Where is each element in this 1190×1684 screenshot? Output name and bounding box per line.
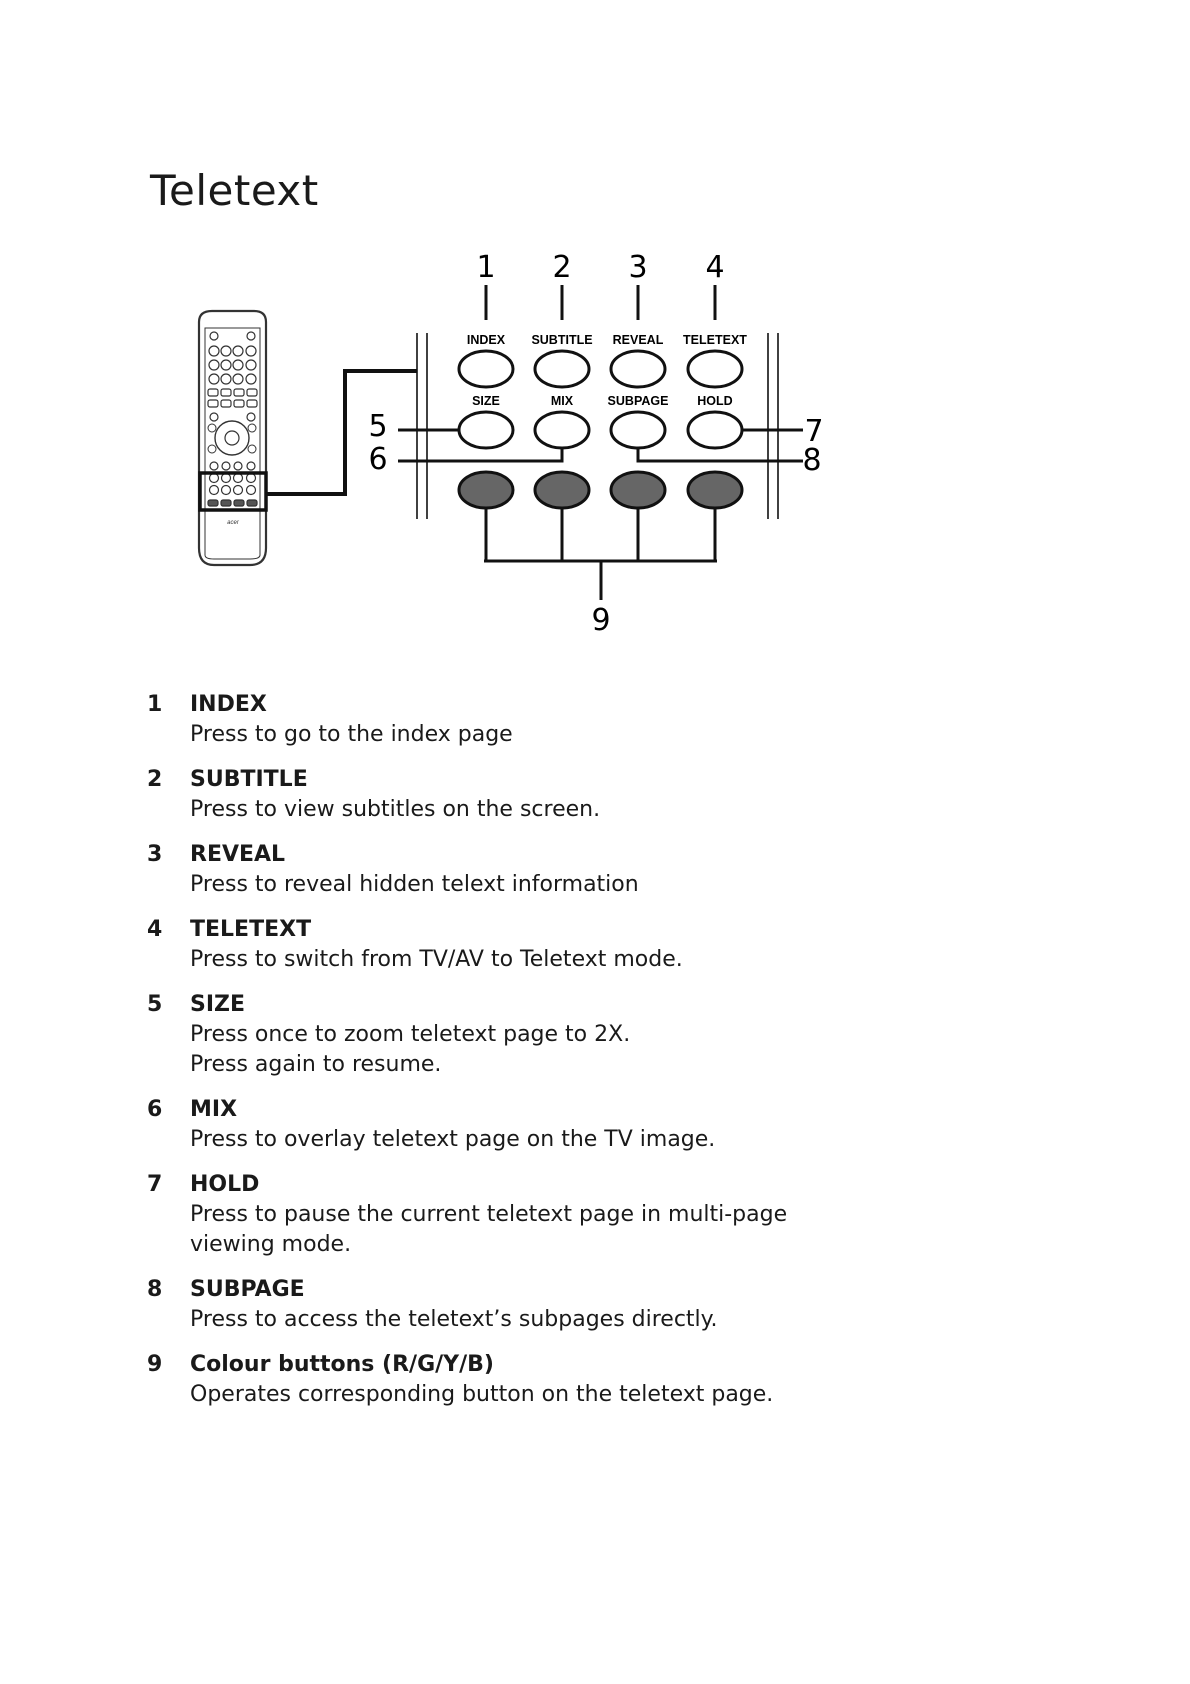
item-number: 6 [147,1097,163,1122]
colour-button-red [457,470,515,510]
callout-7: 7 [804,414,823,449]
callout-2: 2 [552,250,571,285]
item-label: HOLD [190,1172,260,1197]
item-description: Press to go to the index page [190,722,513,747]
subpage-button [609,410,667,450]
item-label: Colour buttons (R/G/Y/B) [190,1352,494,1377]
index-button [457,349,515,389]
list-item: 4 TELETEXT Press to switch from TV/AV to… [147,915,907,975]
subtitle-button [533,349,591,389]
size-button [457,410,515,450]
item-number: 9 [147,1352,163,1377]
item-number: 4 [147,917,163,942]
item-label: REVEAL [190,842,286,867]
callout-3: 3 [628,250,647,285]
callout-1: 1 [476,250,495,285]
size-button-label: SIZE [472,394,500,408]
item-description: Press once to zoom teletext page to 2X. … [190,1022,631,1077]
callout-6: 6 [368,442,387,477]
item-number: 1 [147,692,163,717]
list-item: 9 Colour buttons (R/G/Y/B) Operates corr… [147,1350,907,1410]
item-label: INDEX [190,692,267,717]
button-description-list: 1 INDEX Press to go to the index page 2 … [147,690,907,1425]
subpage-button-label: SUBPAGE [608,394,669,408]
subtitle-button-label: SUBTITLE [531,333,592,347]
item-description: Press to reveal hidden telext informatio… [190,872,639,897]
nav-pad-icon [207,420,257,456]
item-number: 7 [147,1172,163,1197]
item-description: Press to switch from TV/AV to Teletext m… [190,947,683,972]
panel-edge-lines [416,333,779,519]
reveal-button [609,349,667,389]
list-item: 1 INDEX Press to go to the index page [147,690,907,750]
remote-diagram: acer 1 2 3 4 5 6 7 8 9 INDEX SUBTITLE RE… [197,250,824,638]
item-label: MIX [190,1097,238,1122]
mix-button-label: MIX [551,394,574,408]
mix-button [533,410,591,450]
item-description: Press to overlay teletext page on the TV… [190,1127,716,1152]
teletext-button [686,349,744,389]
connector-line [266,369,417,496]
colour-button-green [533,470,591,510]
item-description: Press to access the teletext’s subpages … [190,1307,718,1332]
reveal-button-label: REVEAL [613,333,664,347]
index-button-label: INDEX [467,333,506,347]
item-label: SUBPAGE [190,1277,305,1302]
list-item: 5 SIZE Press once to zoom teletext page … [147,990,907,1080]
item-label: SUBTITLE [190,767,308,792]
list-item: 3 REVEAL Press to reveal hidden telext i… [147,840,907,900]
item-label: SIZE [190,992,246,1017]
item-number: 2 [147,767,163,792]
item-number: 5 [147,992,163,1017]
teletext-button-label: TELETEXT [683,333,747,347]
item-number: 3 [147,842,163,867]
remote-logo: acer [227,520,240,526]
colour-button-blue [686,470,744,510]
list-item: 2 SUBTITLE Press to view subtitles on th… [147,765,907,825]
item-description: Operates corresponding button on the tel… [190,1382,774,1407]
callout-5: 5 [368,409,387,444]
hold-button [686,410,744,450]
callout-4: 4 [705,250,724,285]
hold-button-label: HOLD [697,394,732,408]
colour-button-yellow [609,470,667,510]
item-description: Press to pause the current teletext page… [190,1202,788,1257]
list-item: 7 HOLD Press to pause the current telete… [147,1170,907,1260]
callout-8: 8 [802,443,821,478]
remote-control-illustration: acer [197,309,268,567]
item-label: TELETEXT [190,917,312,942]
page-title: Teletext [150,166,319,215]
list-item: 8 SUBPAGE Press to access the teletext’s… [147,1275,907,1335]
list-item: 6 MIX Press to overlay teletext page on … [147,1095,907,1155]
item-description: Press to view subtitles on the screen. [190,797,601,822]
callout-9: 9 [591,603,610,638]
item-number: 8 [147,1277,163,1302]
